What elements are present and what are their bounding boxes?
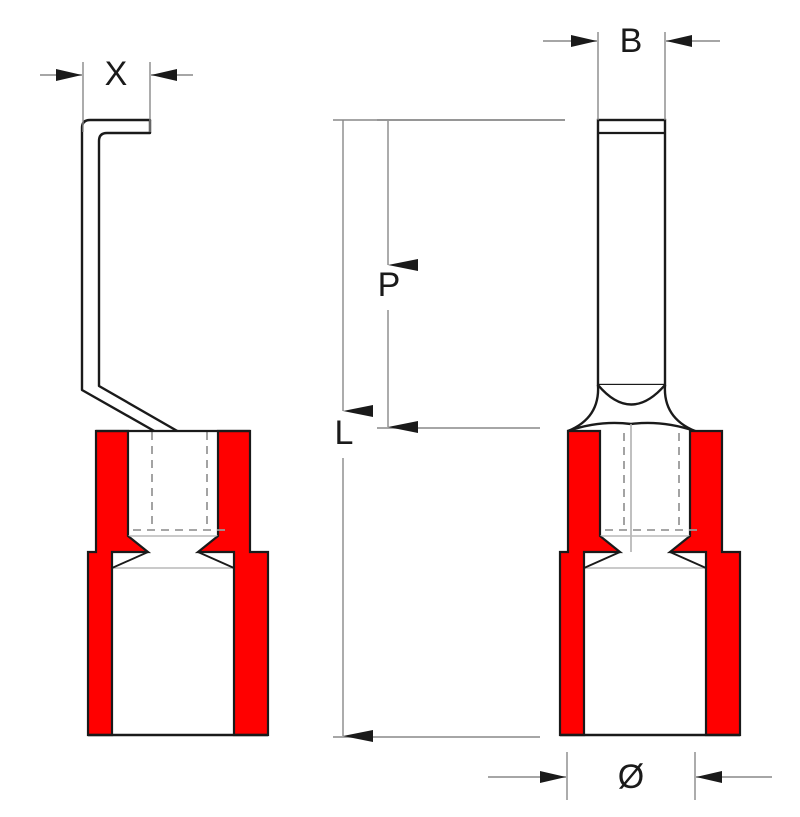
left-upper-barrel-core <box>96 431 250 552</box>
dimension-diameter-label: Ø <box>618 758 644 796</box>
dimension-b: B <box>543 22 720 120</box>
right-lower-barrel-core <box>560 552 740 735</box>
left-lower-barrel-core <box>88 552 268 735</box>
pin-shoulder-curve <box>597 384 666 406</box>
left-internal-contours <box>112 535 234 569</box>
pin-blade-shaft <box>596 118 667 387</box>
right-upper-barrel-core <box>568 431 722 552</box>
right-internal-contours <box>584 535 706 569</box>
dimension-diameter: Ø <box>488 752 772 800</box>
dimension-p-label: P <box>378 266 401 304</box>
right-hidden-barrel-lines <box>605 433 698 531</box>
left-shoulder-chamfers <box>127 535 219 553</box>
right-view-pin-blade-terminal <box>558 118 742 737</box>
dimension-x: X <box>40 55 193 132</box>
right-shoulder-chamfers <box>599 535 691 553</box>
dimension-x-label: X <box>105 55 128 93</box>
right-lower-barrel-edges <box>583 551 707 735</box>
left-lower-barrel-edges <box>111 551 235 735</box>
blade-inner-edge <box>97 131 188 438</box>
left-hidden-barrel-lines <box>133 432 226 531</box>
dimension-b-label: B <box>620 22 643 60</box>
dimension-l-label: L <box>335 414 354 452</box>
dimension-l: L <box>333 119 565 742</box>
